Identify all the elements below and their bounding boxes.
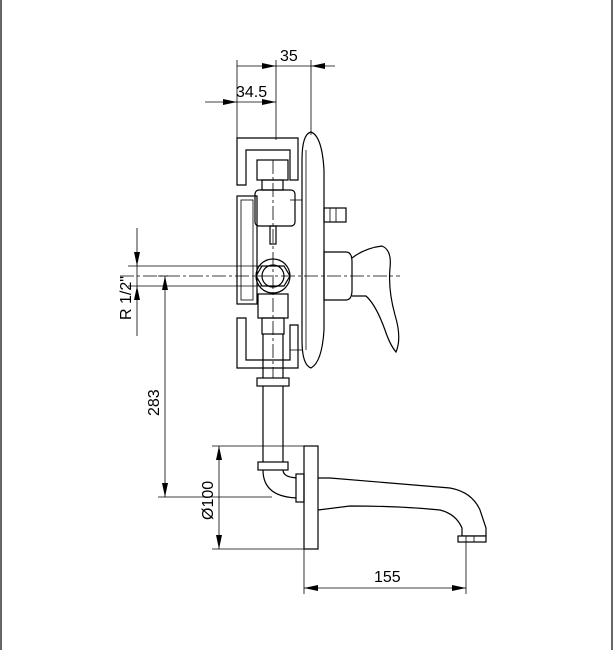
dimension-35-label: 35 xyxy=(280,48,298,65)
dimension-35: 35 xyxy=(236,48,335,140)
dimension-155-label: 155 xyxy=(374,569,401,586)
dimension-thread-label: R 1/2" xyxy=(118,276,135,320)
dimension-283: 283 xyxy=(146,275,272,498)
cover-plate xyxy=(301,131,325,369)
valve-housing xyxy=(236,137,347,369)
dimension-diameter-label: Ø100 xyxy=(200,481,217,520)
dimension-155: 155 xyxy=(303,542,467,594)
spout xyxy=(303,445,487,550)
dimension-34-5: 34.5 xyxy=(205,60,277,140)
dimension-34-5-label: 34.5 xyxy=(236,84,267,101)
dimension-283-label: 283 xyxy=(146,389,163,416)
dimension-diameter: Ø100 xyxy=(200,445,304,550)
dimension-thread: R 1/2" xyxy=(118,228,262,336)
riser-pipe xyxy=(256,334,305,503)
lever-handle xyxy=(323,245,400,354)
